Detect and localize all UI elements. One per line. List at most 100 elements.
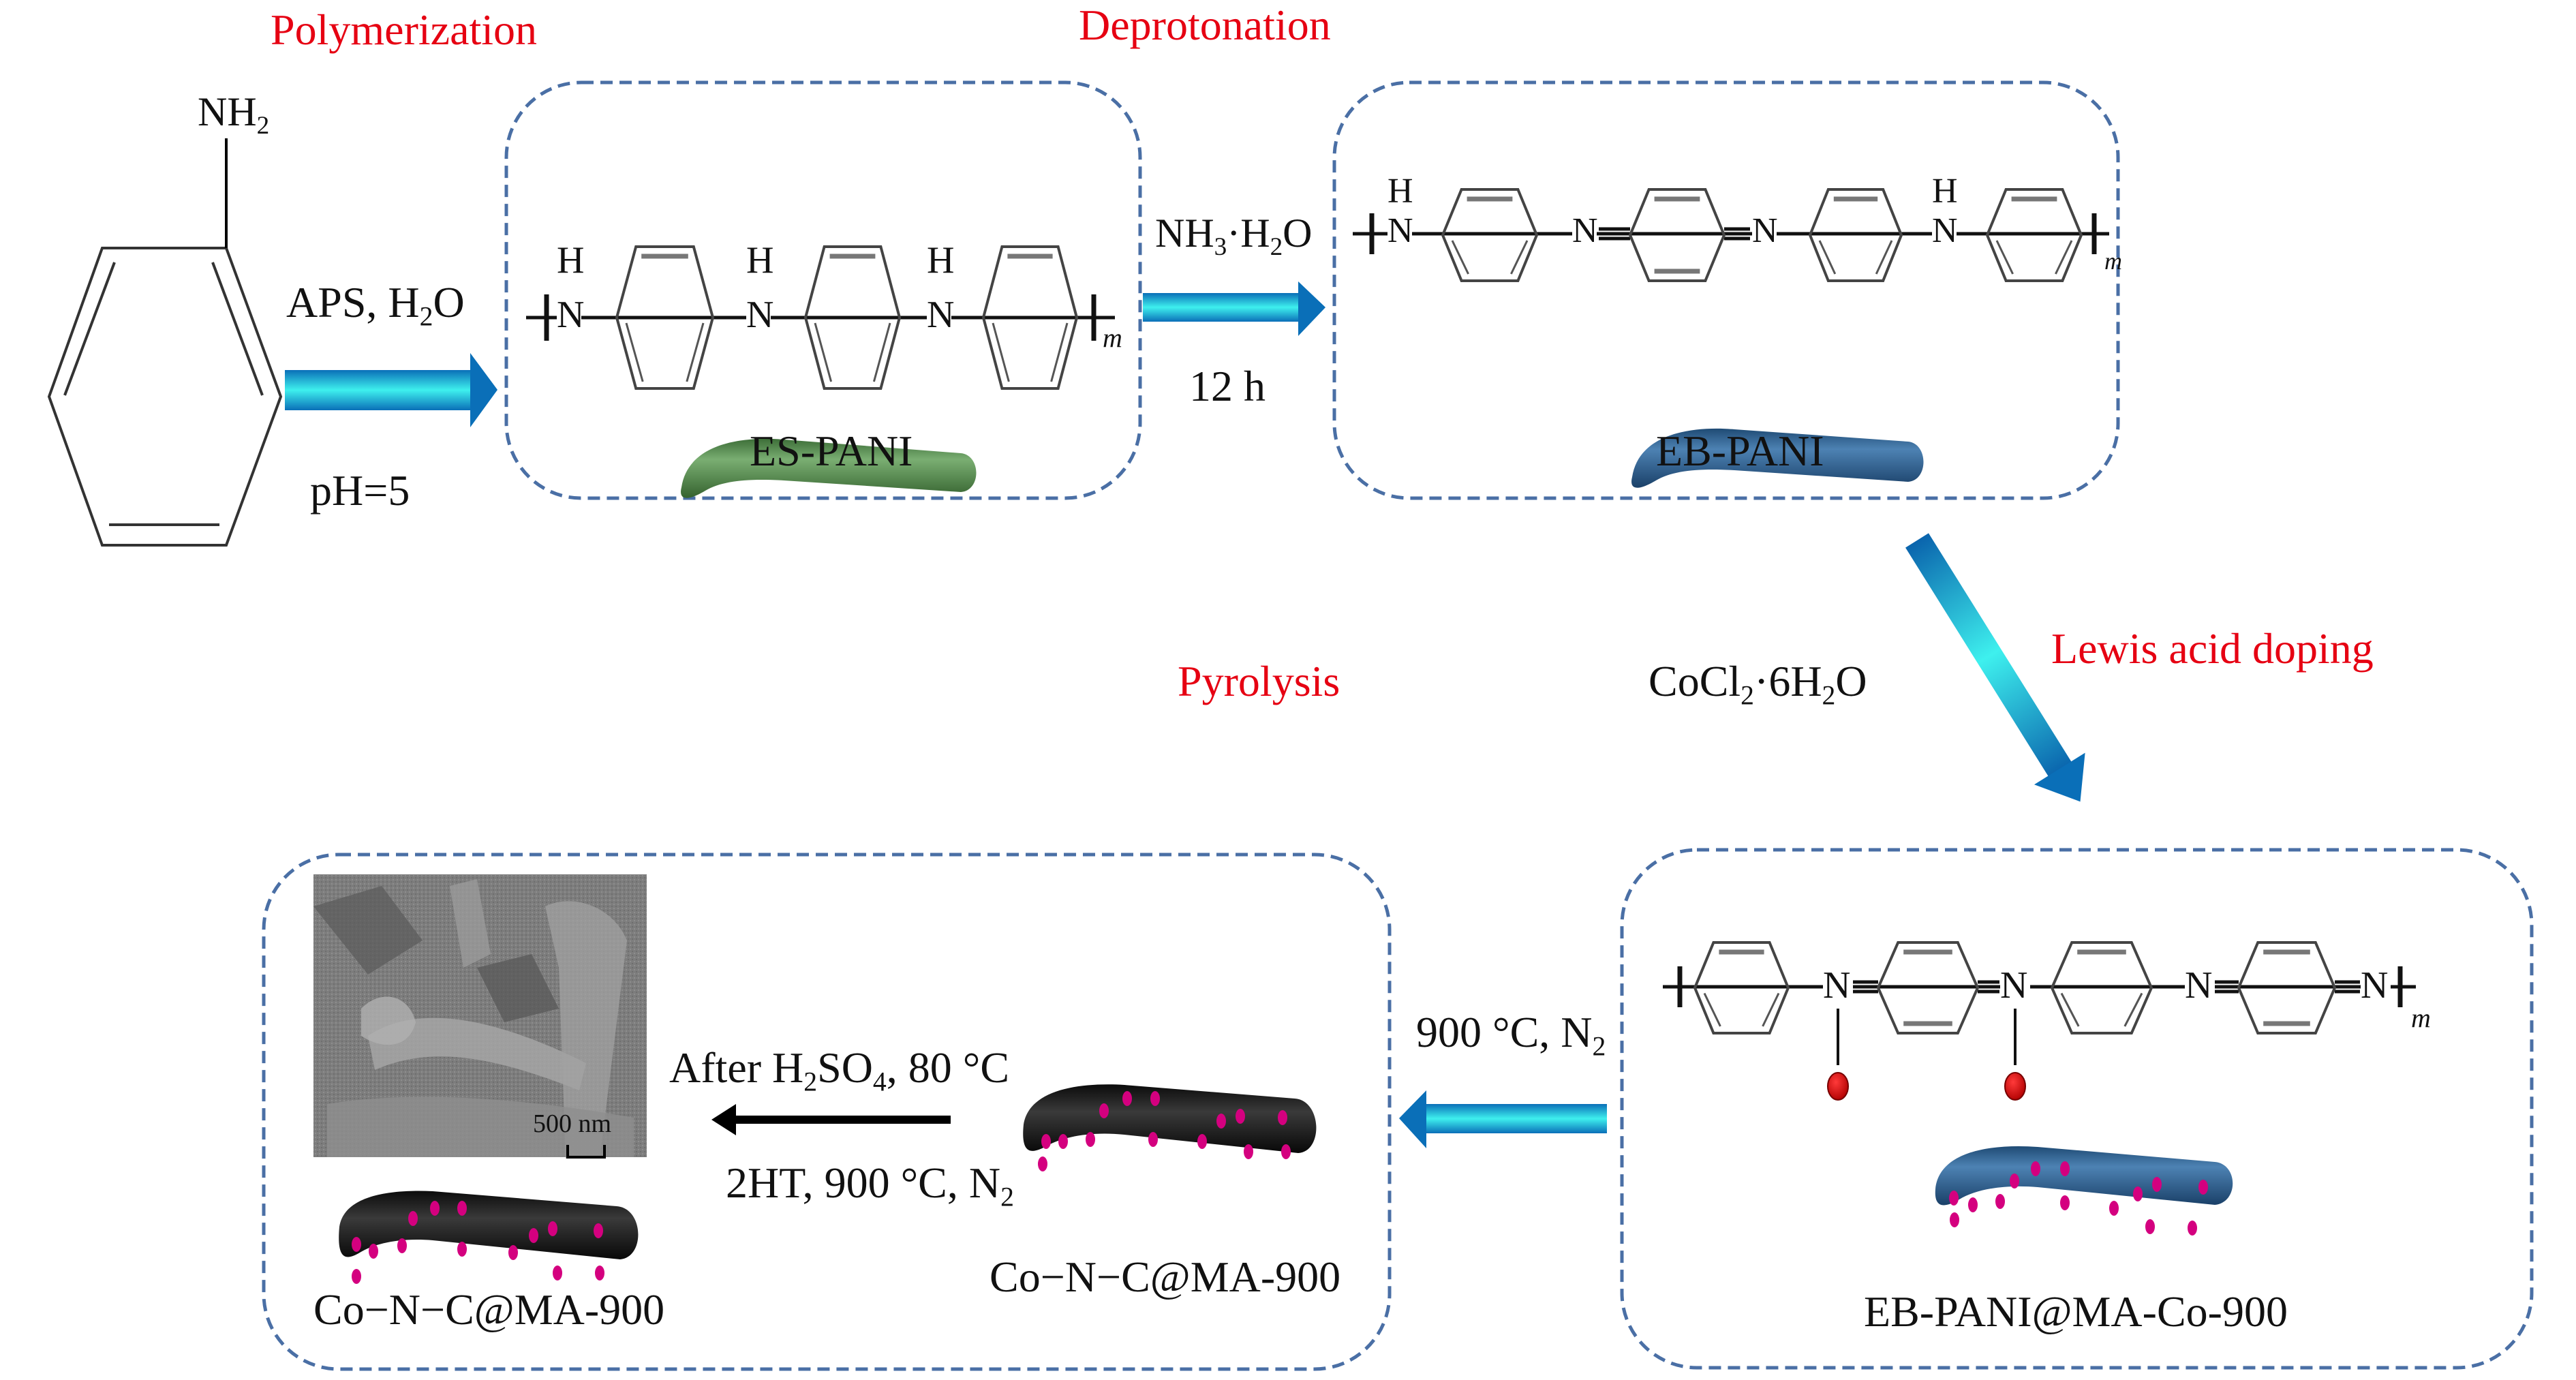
- cobalt-dot: [1949, 1191, 1959, 1206]
- co-n-c-rod-left: [339, 1191, 639, 1259]
- cobalt-dot: [352, 1269, 361, 1284]
- cobalt-dot: [2060, 1161, 2070, 1176]
- nitrogen-atom: N: [2185, 964, 2213, 1007]
- cobalt-dot: [1995, 1194, 2005, 1209]
- cobalt-dot: [595, 1266, 604, 1281]
- hydrogen-atom: H: [1387, 172, 1413, 211]
- eb-pani-box: [1332, 80, 2120, 500]
- doping-reagent: CoCl2·6H2O: [1649, 657, 1867, 711]
- cobalt-dot: [1086, 1132, 1095, 1147]
- cobalt-dot: [2109, 1201, 2119, 1216]
- eb-pani-structure: [1353, 188, 2109, 282]
- cobalt-dot: [397, 1238, 407, 1253]
- cobalt-dot: [1950, 1212, 1959, 1227]
- cobalt-dot: [2145, 1219, 2155, 1234]
- polymerization-arrow: [285, 353, 497, 427]
- cobalt-dot: [2152, 1177, 2162, 1192]
- cobalt-dot: [1244, 1144, 1253, 1159]
- acid-treatment-conditions: After H2SO4, 80 °C: [669, 1043, 1010, 1097]
- es-pani-structure: [526, 245, 1115, 390]
- benzene-ring: [615, 245, 715, 390]
- cobalt-dot: [457, 1201, 467, 1216]
- cobalt-dot: [2031, 1161, 2040, 1176]
- cobalt-dot: [352, 1237, 361, 1252]
- nitrogen-atom: N: [927, 294, 955, 336]
- cobalt-dot: [548, 1221, 557, 1236]
- cobalt-dot: [2133, 1186, 2143, 1201]
- benzene-ring: [1808, 188, 1903, 282]
- cobalt-dot: [2188, 1221, 2197, 1236]
- cobalt-dot: [1197, 1134, 1207, 1149]
- cobalt-dot: [2198, 1180, 2208, 1195]
- cobalt-dot: [1122, 1091, 1132, 1106]
- sem-scale-label: 500 nm: [533, 1109, 612, 1138]
- cobalt-dots: [352, 1091, 2208, 1284]
- cobalt-dot: [1041, 1134, 1051, 1149]
- step-label-deprotonation: Deprotonation: [1079, 1, 1331, 49]
- cobalt-dot: [1099, 1103, 1109, 1118]
- nitrogen-atom: N: [557, 294, 585, 336]
- nitrogen-atom: N: [1752, 211, 1778, 250]
- deprotonation-reagent: NH3·H2O: [1155, 211, 1313, 261]
- pyrolysis-arrow: [1399, 1090, 1607, 1148]
- cobalt-dot: [1216, 1114, 1226, 1129]
- cobalt-dot: [508, 1245, 518, 1260]
- repeat-unit-subscript: m: [2411, 1002, 2431, 1033]
- cobalt-dot: [1278, 1110, 1287, 1125]
- hydrogen-atom: H: [1932, 172, 1958, 211]
- cobalt-dot: [594, 1223, 603, 1238]
- nitrogen-atom: N: [2361, 964, 2389, 1007]
- eb-pani-co-rod: [1935, 1146, 2233, 1206]
- hydrogen-atom: H: [927, 239, 955, 281]
- cobalt-dot: [2060, 1195, 2070, 1210]
- eb-pani-rod: [1631, 428, 1924, 488]
- es-pani-rod: [681, 438, 977, 498]
- cobalt-dot: [553, 1266, 562, 1281]
- scale-bar: [566, 1145, 606, 1159]
- benzene-ring: [1441, 188, 1539, 282]
- eb-pani-co-box: [1620, 848, 2534, 1370]
- product-label-co-n-c-left: Co−N−C@MA-900: [313, 1285, 665, 1334]
- cobalt-dot: [1236, 1109, 1245, 1124]
- cobalt-dot: [2010, 1174, 2019, 1189]
- product-label-eb-pani-co: EB-PANI@MA-Co-900: [1864, 1287, 2288, 1336]
- polymerization-ph: pH=5: [310, 466, 410, 515]
- nitrogen-atom: N: [1932, 211, 1958, 250]
- product-label-co-n-c-right: Co−N−C@MA-900: [990, 1253, 1341, 1301]
- eb-pani-co-structure: [1663, 941, 2416, 1101]
- cobalt-dot: [1281, 1144, 1291, 1159]
- heat-treatment-conditions: 2HT, 900 °C, N2: [726, 1159, 1014, 1212]
- lewis-acid-doping-arrow: [1905, 533, 2085, 802]
- product-label-eb-pani: EB-PANI: [1656, 427, 1824, 475]
- step-label-lewis-acid-doping: Lewis acid doping: [2051, 624, 2374, 673]
- cobalt-dot: [1148, 1132, 1158, 1147]
- cobalt-dot: [430, 1201, 440, 1216]
- step-label-polymerization: Polymerization: [271, 5, 538, 54]
- co-n-c-box: [262, 853, 1392, 1371]
- nitrogen-atom: N: [1823, 964, 1851, 1007]
- es-pani-box: [504, 80, 1142, 500]
- nitrogen-atom: N: [1572, 211, 1598, 250]
- cobalt-dot: [408, 1211, 418, 1226]
- benzene-ring: [803, 245, 902, 390]
- nitrogen-atom: N: [2000, 964, 2028, 1007]
- deprotonation-arrow: [1143, 281, 1325, 336]
- benzene-ring: [2237, 941, 2337, 1034]
- nitrogen-atom: N: [746, 294, 774, 336]
- repeat-unit-subscript: m: [1103, 322, 1122, 353]
- cobalt-dot: [1038, 1156, 1047, 1171]
- acid-treatment-arrow: [711, 1104, 951, 1135]
- step-label-pyrolysis: Pyrolysis: [1178, 657, 1340, 705]
- nitrogen-atom: N: [1387, 211, 1413, 250]
- cobalt-dot: [369, 1244, 378, 1259]
- benzene-ring: [1628, 188, 1726, 282]
- benzene-ring: [1693, 941, 1790, 1034]
- cobalt-dot: [1150, 1091, 1160, 1106]
- product-label-es-pani: ES-PANI: [750, 427, 913, 475]
- repeat-unit-subscript: m: [2104, 247, 2122, 275]
- cobalt-ion: [1827, 1072, 1849, 1101]
- cobalt-ion: [2004, 1072, 2026, 1101]
- cobalt-dot: [1058, 1134, 1068, 1149]
- aniline-nh2-label: NH2: [198, 89, 270, 140]
